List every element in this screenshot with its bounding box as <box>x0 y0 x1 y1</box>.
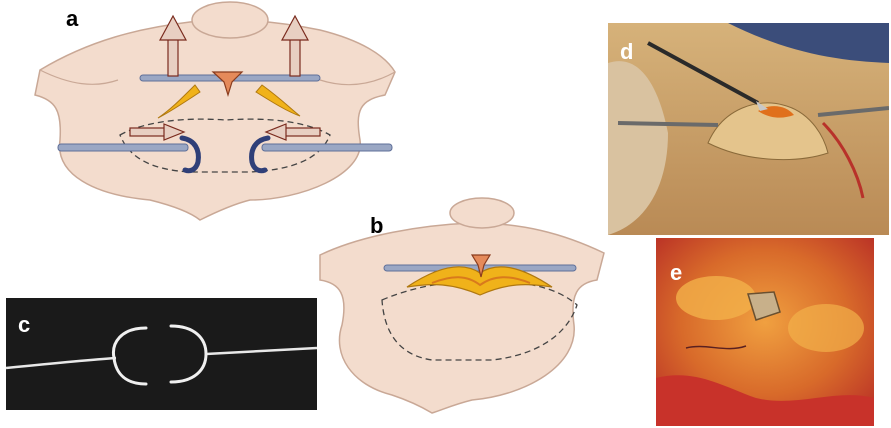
panel-d-label: d <box>620 41 633 63</box>
panel-c-photo <box>6 298 317 410</box>
chin-shape-b <box>450 198 514 228</box>
chin-shape <box>192 2 268 38</box>
fat-tissue-left <box>676 276 756 320</box>
panel-c: c <box>6 298 317 410</box>
panel-b-label: b <box>370 215 383 237</box>
wire-right <box>206 348 317 354</box>
panel-a-label: a <box>66 8 78 30</box>
lower-rod-left <box>58 144 188 151</box>
wire-left <box>6 358 116 368</box>
panel-e-label: e <box>670 262 682 284</box>
torso-shape-b <box>320 223 604 413</box>
retractor-left <box>618 123 718 125</box>
lower-rod-right <box>262 144 392 151</box>
panel-b: b <box>312 195 612 420</box>
panel-e-photo <box>656 238 874 426</box>
wire-hook-right <box>171 326 206 382</box>
panel-e: e <box>656 238 874 426</box>
fat-tissue-right <box>788 304 864 352</box>
wire-hook-left <box>113 328 146 384</box>
panel-d: d <box>608 23 889 235</box>
torso-shape <box>35 20 395 220</box>
panel-b-illustration <box>312 195 612 420</box>
panel-d-photo <box>608 23 889 235</box>
